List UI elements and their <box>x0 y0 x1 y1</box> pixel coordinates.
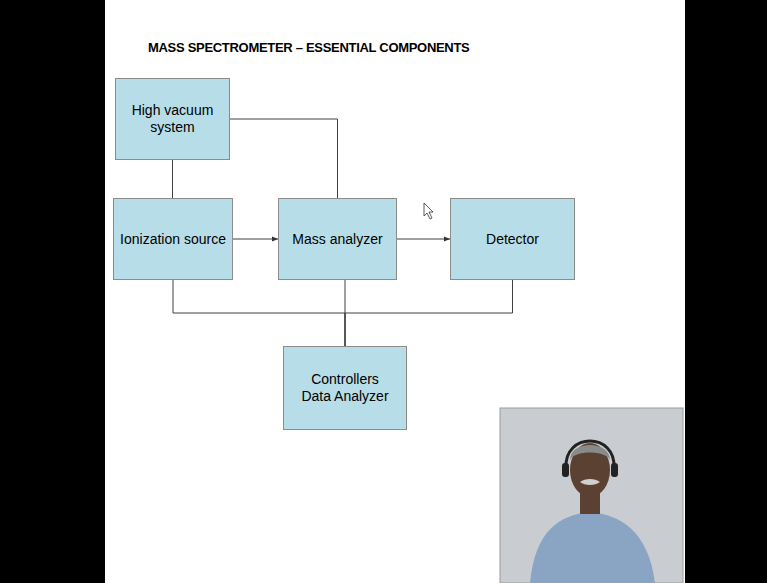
process-box: Ionization source <box>113 198 233 280</box>
webcam-frame <box>500 408 683 583</box>
process-box: Controllers Data Analyzer <box>283 346 407 430</box>
headphone-cup <box>611 463 618 477</box>
process-box: High vacuum system <box>115 78 230 160</box>
box-label: Mass analyzer <box>292 231 382 248</box>
connector <box>345 280 513 346</box>
headphone-band <box>566 441 614 468</box>
mouse-cursor <box>424 203 433 219</box>
webcam-background <box>500 408 683 583</box>
process-box: Detector <box>450 198 575 280</box>
box-label: Controllers Data Analyzer <box>298 371 392 405</box>
presenter-shirt <box>530 512 655 583</box>
connector <box>233 239 278 240</box>
presenter-head <box>570 443 610 497</box>
box-label: High vacuum system <box>126 102 219 136</box>
presenter-hair <box>570 445 610 460</box>
headphone-cup <box>562 463 569 477</box>
connector <box>172 160 173 198</box>
box-label: Detector <box>486 231 539 248</box>
process-box: Mass analyzer <box>278 198 397 280</box>
connector <box>397 239 450 240</box>
slide-title: MASS SPECTROMETER – ESSENTIAL COMPONENTS <box>148 40 469 55</box>
box-label: Ionization source <box>120 231 226 248</box>
connector <box>230 119 338 198</box>
presenter-mustache <box>580 479 600 485</box>
connector <box>173 280 345 346</box>
